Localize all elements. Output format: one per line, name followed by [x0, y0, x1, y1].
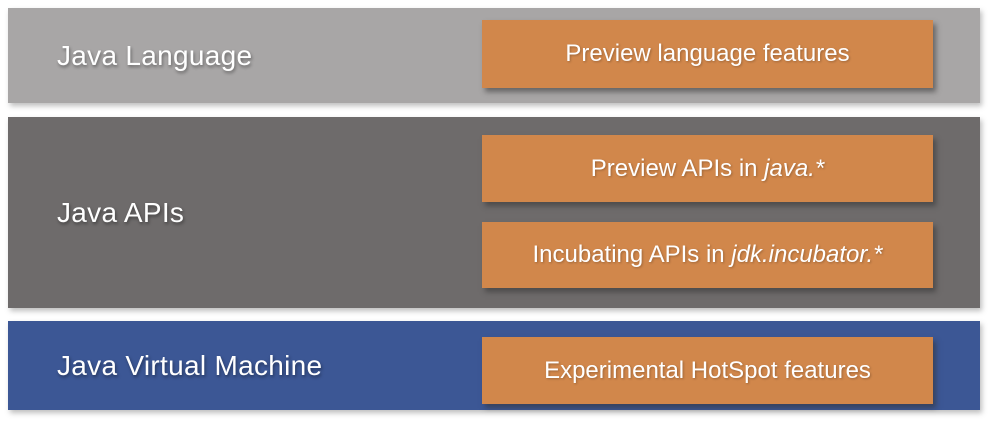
layer-java-virtual-machine-label: Java Virtual Machine [57, 349, 323, 381]
layer-java-language: Java Language Preview language features [8, 8, 980, 103]
experimental-hotspot-features-box: Experimental HotSpot features [482, 337, 933, 404]
preview-apis-box: Preview APIs in java.* [482, 135, 933, 202]
incubating-apis-box: Incubating APIs in jdk.incubator.* [482, 222, 933, 288]
layer-java-apis: Java APIs Preview APIs in java.* Incubat… [8, 117, 980, 308]
layer-java-language-label: Java Language [57, 39, 253, 71]
feature-box-text: Incubating APIs in [532, 241, 732, 268]
feature-box-text: Experimental HotSpot features [544, 356, 871, 384]
feature-box-text: Preview language features [565, 40, 850, 67]
feature-box-text: Preview APIs in [590, 154, 765, 182]
feature-box-text-italic: jdk.incubator.* [731, 241, 883, 268]
layer-java-virtual-machine: Java Virtual Machine Experimental HotSpo… [8, 321, 980, 410]
layer-java-apis-label: Java APIs [57, 196, 185, 228]
feature-box-text-italic: java.* [764, 154, 825, 182]
preview-language-features-box: Preview language features [482, 20, 933, 88]
